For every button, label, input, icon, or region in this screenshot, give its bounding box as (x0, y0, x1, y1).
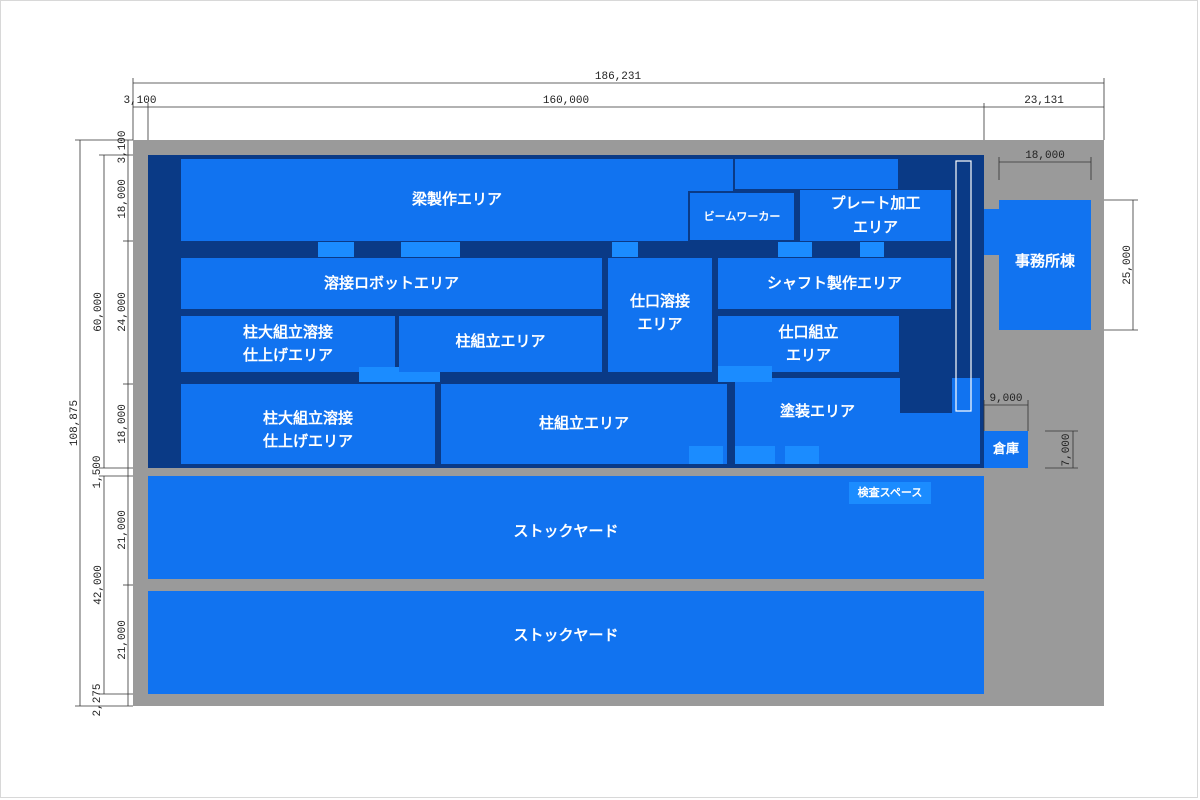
dim-office-height: 25,000 (1122, 245, 1134, 285)
zone-welding-robot[interactable] (181, 258, 602, 309)
equipment-block (718, 366, 772, 382)
dim-warehouse-width: 9,000 (989, 393, 1022, 405)
equipment-block (778, 242, 812, 257)
equipment-block (612, 242, 638, 257)
dim-left-2275: 2,275 (92, 683, 104, 716)
equipment-block (420, 242, 460, 257)
dim-left-24000: 24,000 (117, 292, 129, 332)
dim-top-right: 23,131 (1024, 95, 1064, 107)
zone-beam-fab-ext (735, 159, 898, 189)
zone-beam-fab[interactable] (181, 159, 733, 241)
zone-column-weld-1[interactable] (181, 316, 395, 372)
zone-plate[interactable] (800, 190, 951, 241)
office-building[interactable] (999, 200, 1091, 330)
dim-left-60000: 60,000 (93, 292, 105, 332)
dim-left-total: 108,875 (69, 400, 81, 446)
zone-column-assy-1[interactable] (399, 316, 602, 372)
dim-top-mid: 160,000 (543, 95, 589, 107)
dim-left-3100: 3,100 (117, 130, 129, 163)
right-dark-column (900, 312, 952, 413)
dim-office-width: 18,000 (1025, 150, 1065, 162)
equipment-block (735, 446, 775, 464)
zone-column-weld-2[interactable] (181, 384, 435, 464)
stockyard-2[interactable] (148, 591, 984, 694)
dim-left-21000-b: 21,000 (117, 620, 129, 660)
zone-joint-welding[interactable] (608, 258, 712, 372)
crane-rail (955, 160, 972, 412)
dim-left-18000-a: 18,000 (117, 179, 129, 219)
equipment-block (401, 242, 423, 257)
stockyard-1[interactable] (148, 476, 984, 579)
equipment-block (860, 242, 884, 257)
equipment-block (318, 242, 354, 257)
inspection-space[interactable] (849, 482, 931, 504)
office-connector (984, 209, 1000, 255)
dim-left-18000-b: 18,000 (117, 404, 129, 444)
equipment-block (785, 446, 819, 464)
dim-top-total: 186,231 (595, 71, 642, 83)
dim-left-21000-a: 21,000 (117, 510, 129, 550)
equipment-block (397, 372, 440, 382)
zone-joint-assy[interactable] (718, 316, 899, 372)
warehouse[interactable] (984, 431, 1028, 468)
equipment-block (689, 446, 723, 464)
dim-left-42000: 42,000 (93, 565, 105, 605)
dim-warehouse-height: 7,000 (1061, 433, 1073, 466)
dim-left-1500: 1,500 (92, 455, 104, 488)
dim-top-left: 3,100 (123, 95, 156, 107)
zone-beam-worker[interactable] (688, 191, 796, 242)
zone-column-assy-2[interactable] (441, 384, 727, 464)
zone-shaft[interactable] (718, 258, 951, 309)
equipment-block (359, 367, 399, 382)
